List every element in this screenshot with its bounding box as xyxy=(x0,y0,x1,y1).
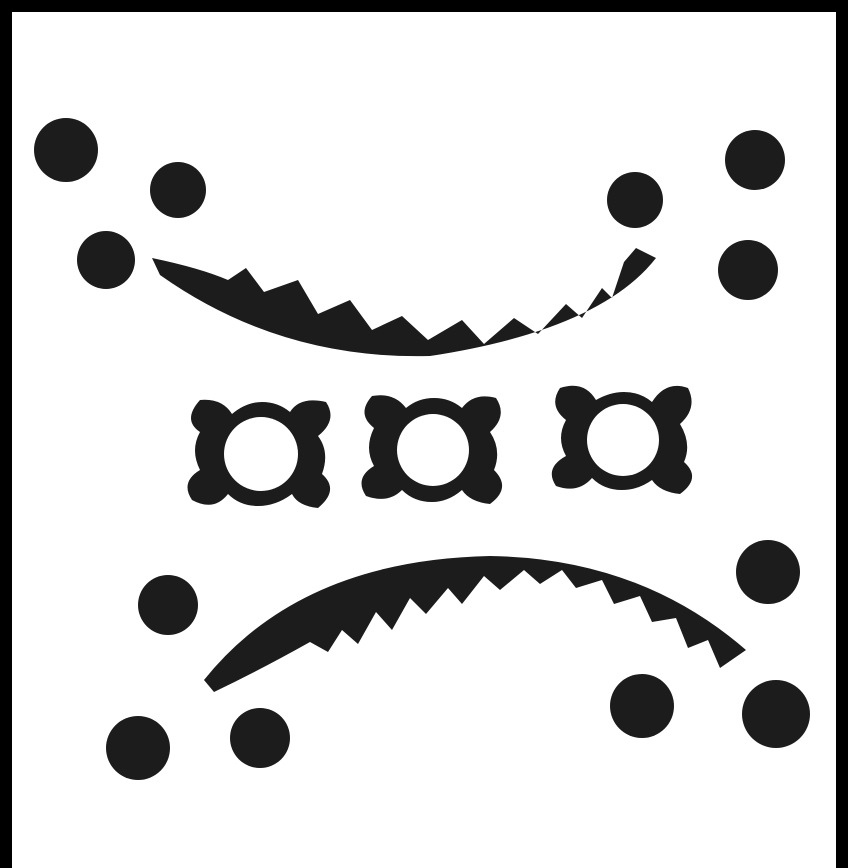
dot xyxy=(607,172,663,228)
dot xyxy=(742,680,810,748)
dot xyxy=(718,240,778,300)
dot xyxy=(34,118,98,182)
dot xyxy=(106,716,170,780)
dot xyxy=(736,540,800,604)
flower-ring-right xyxy=(552,386,692,494)
dot xyxy=(150,162,206,218)
upper-toothed-arc xyxy=(152,248,656,356)
dot xyxy=(138,575,198,635)
flower-ring-middle xyxy=(362,395,503,504)
dot-cluster-bottom-left xyxy=(106,575,290,780)
lower-toothed-arc xyxy=(204,556,746,692)
dot xyxy=(77,231,135,289)
dot xyxy=(610,674,674,738)
flower-ring-left xyxy=(188,400,331,508)
dot-cluster-top-left xyxy=(34,118,206,289)
dot xyxy=(725,130,785,190)
dot xyxy=(230,708,290,768)
